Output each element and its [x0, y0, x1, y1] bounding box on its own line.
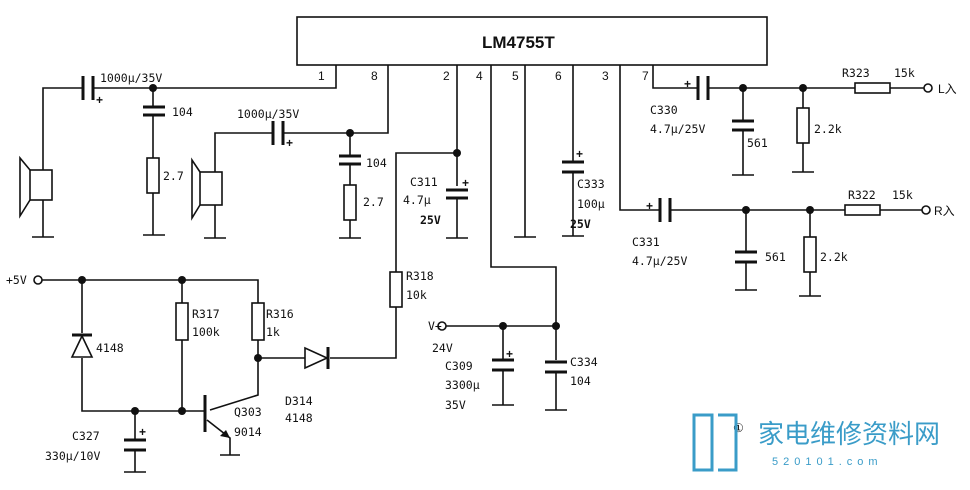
svg-text:+: + [684, 77, 691, 91]
ic-pin-labels: 1 8 2 4 5 6 3 7 [318, 69, 649, 83]
svg-text:2.2k: 2.2k [814, 122, 842, 136]
svg-text:4148: 4148 [285, 411, 313, 425]
svg-text:+: + [462, 176, 469, 190]
svg-text:R323: R323 [842, 66, 870, 80]
svg-text:4148: 4148 [96, 341, 124, 355]
svg-text:1000μ/35V: 1000μ/35V [100, 71, 162, 85]
svg-text:2.2k: 2.2k [820, 250, 848, 264]
svg-text:C309: C309 [445, 359, 473, 373]
svg-text:R318: R318 [406, 269, 434, 283]
svg-text:+: + [646, 199, 653, 213]
svg-text:4.7μ/25V: 4.7μ/25V [632, 254, 687, 268]
svg-text:35V: 35V [445, 398, 466, 412]
svg-text:6: 6 [555, 69, 562, 83]
svg-text:+: + [286, 136, 293, 150]
svg-text:2.7: 2.7 [163, 169, 184, 183]
svg-text:+: + [506, 347, 513, 361]
svg-text:+: + [139, 425, 146, 439]
svg-text:R322: R322 [848, 188, 876, 202]
svg-text:C311: C311 [410, 175, 438, 189]
mute-circuit: +5V 4148 R317 100k R316 1k D314 4148 Q30… [6, 273, 330, 473]
site-logo: 家电维修资料网 520101.com [692, 413, 940, 472]
svg-text:C327: C327 [72, 429, 100, 443]
svg-text:V+: V+ [428, 319, 442, 333]
svg-text:3300μ: 3300μ [445, 378, 480, 392]
svg-text:100k: 100k [192, 325, 220, 339]
ic-lm4755t [296, 16, 768, 66]
svg-text:4.7μ: 4.7μ [403, 193, 431, 207]
speaker-icon [191, 157, 226, 239]
supply-section: + V+ 24V C309 3300μ 35V C334 104 [428, 65, 598, 412]
svg-text:4: 4 [476, 69, 483, 83]
svg-text:104: 104 [570, 374, 591, 388]
svg-text:L入: L入 [938, 82, 957, 96]
figure-number: ① [733, 421, 744, 435]
svg-text:3: 3 [602, 69, 609, 83]
svg-text:25V: 25V [570, 217, 591, 231]
right-output-stage: + 1000μ/35V 104 2.7 [191, 65, 389, 239]
svg-text:561: 561 [765, 250, 786, 264]
r-input-terminal [921, 205, 931, 215]
svg-text:104: 104 [366, 156, 387, 170]
right-input: + C331 4.7μ/25V 561 2.2k R322 15k R入 [619, 65, 955, 297]
svg-text:2.7: 2.7 [363, 195, 384, 209]
speaker-icon [19, 155, 54, 238]
svg-text:1k: 1k [266, 325, 280, 339]
svg-text:8: 8 [371, 69, 378, 83]
pin5-pin6: + C333 100μ 25V [514, 65, 605, 238]
svg-text:D314: D314 [285, 394, 313, 408]
left-input: + C330 4.7μ/25V 561 2.2k R323 15k L入 [650, 65, 957, 176]
svg-text:C334: C334 [570, 355, 598, 369]
svg-text:10k: 10k [406, 288, 427, 302]
svg-text:7: 7 [642, 69, 649, 83]
svg-text:104: 104 [172, 105, 193, 119]
svg-text:R316: R316 [266, 307, 294, 321]
svg-text:520101.com: 520101.com [772, 456, 883, 468]
svg-text:15k: 15k [892, 188, 913, 202]
svg-text:330μ/10V: 330μ/10V [45, 449, 100, 463]
ic-name: LM4755T [482, 33, 555, 52]
svg-text:24V: 24V [432, 341, 453, 355]
svg-text:1: 1 [318, 69, 325, 83]
svg-text:R317: R317 [192, 307, 220, 321]
svg-text:25V: 25V [420, 213, 441, 227]
svg-text:C333: C333 [577, 177, 605, 191]
svg-text:561: 561 [747, 136, 768, 150]
svg-text:C331: C331 [632, 235, 660, 249]
svg-text:4.7μ/25V: 4.7μ/25V [650, 122, 705, 136]
l-input-terminal [923, 83, 933, 93]
svg-text:C330: C330 [650, 103, 678, 117]
svg-text:Q303: Q303 [234, 405, 262, 419]
svg-text:+: + [96, 93, 103, 107]
svg-text:100μ: 100μ [577, 197, 605, 211]
svg-text:15k: 15k [894, 66, 915, 80]
svg-text:1000μ/35V: 1000μ/35V [237, 107, 299, 121]
svg-text:+: + [576, 147, 583, 161]
svg-text:5: 5 [512, 69, 519, 83]
left-output-stage: + 1000μ/35V 104 2.7 [19, 65, 337, 238]
svg-text:R入: R入 [934, 204, 955, 218]
svg-text:+5V: +5V [6, 273, 27, 287]
svg-text:9014: 9014 [234, 425, 262, 439]
svg-text:2: 2 [443, 69, 450, 83]
c311-mute-path: + C311 4.7μ 25V R318 10k [330, 65, 469, 359]
svg-text:家电维修资料网: 家电维修资料网 [758, 420, 940, 450]
